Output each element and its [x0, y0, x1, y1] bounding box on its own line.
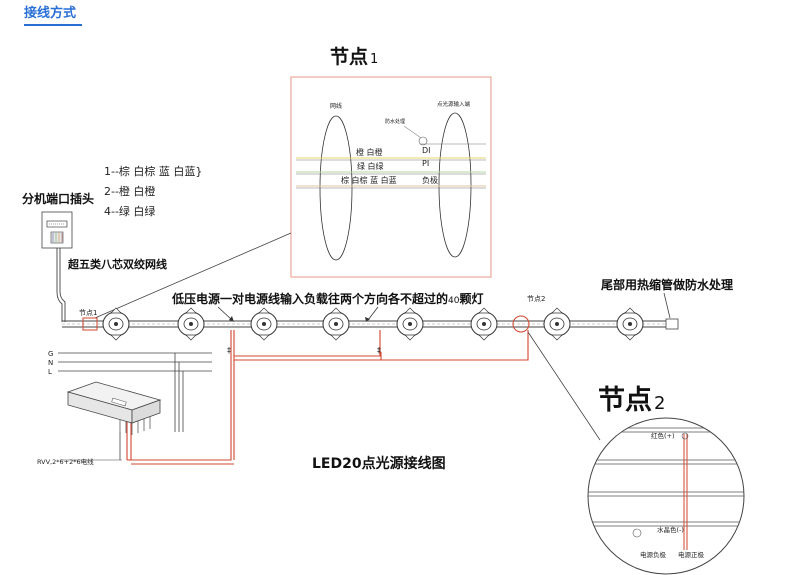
- led-node: [177, 307, 205, 341]
- label-di: DI: [422, 146, 431, 155]
- callout-line-node1: [94, 232, 292, 319]
- inset-node1: 网线 点光源输入端 防水处理 橙 白橙 绿 白绿 棕 白棕 蓝 白蓝 DI PI…: [290, 76, 492, 278]
- label-pi: PI: [422, 159, 429, 168]
- cable-label: 超五类八芯双绞网线: [67, 257, 167, 271]
- label-wire-orange: 橙 白橙: [356, 147, 383, 157]
- tab-wiring-method[interactable]: 接线方式: [24, 6, 77, 21]
- power-supply-icon: [66, 381, 162, 435]
- chain-caption: 低压电源一对电源线输入负载往两个方向各不超过的40颗灯: [171, 291, 483, 306]
- small-node1-label: 节点1: [79, 309, 97, 317]
- svg-text:‡: ‡: [377, 346, 381, 355]
- label-wire-green: 绿 白绿: [357, 161, 384, 171]
- legend-line-1: 1--棕 白棕 蓝 白蓝}: [104, 164, 202, 178]
- power-cable-label: RVV,2*6+2*6电线: [37, 457, 94, 466]
- led-node: [616, 307, 644, 341]
- label-waterproof: 防水处理: [385, 118, 405, 125]
- led-node: [250, 307, 278, 341]
- svg-text:‡: ‡: [227, 346, 231, 355]
- connector-label: 分机端口插头: [22, 191, 94, 206]
- legend-line-3: 4--绿 白绿: [104, 204, 155, 218]
- mains-n-label: N: [48, 359, 53, 367]
- led-node: [396, 307, 424, 341]
- led-node: [102, 307, 130, 341]
- mains-g-label: G: [48, 350, 53, 358]
- diagram-title: LED20点光源接线图: [312, 455, 446, 472]
- label-network-cable: 网线: [330, 102, 342, 110]
- led-node: [322, 307, 350, 341]
- inset-node2: 红色(+) 水晶色(-) 电源负极 电源正极: [587, 417, 745, 575]
- node2-marker: [512, 315, 530, 333]
- label-light-input: 点光源输入端: [437, 100, 471, 108]
- tab-active-underline: [24, 24, 82, 26]
- network-cable-down: [56, 248, 63, 322]
- label-wire-brown-blue: 棕 白棕 蓝 白蓝: [341, 175, 397, 185]
- label-red-positive: 红色(+): [651, 431, 675, 440]
- connector-plug-icon: [41, 211, 73, 249]
- label-power-negative: 电源负极: [640, 550, 667, 559]
- led-node: [470, 307, 498, 341]
- label-power-positive: 电源正极: [678, 550, 705, 559]
- small-node2-label: 节点2: [527, 295, 545, 303]
- label-crystal-negative: 水晶色(-): [657, 525, 684, 534]
- mains-l-label: L: [48, 368, 52, 376]
- legend-line-2: 2--橙 白橙: [104, 184, 155, 198]
- red-power-lines: [126, 330, 529, 465]
- tail-heat-shrink: [665, 318, 679, 330]
- mains-lines: [58, 352, 212, 432]
- tail-label: 尾部用热缩管做防水处理: [601, 277, 733, 292]
- led-chain-cable: [62, 317, 676, 331]
- led-node: [543, 307, 571, 341]
- label-negative: 负极: [422, 175, 438, 185]
